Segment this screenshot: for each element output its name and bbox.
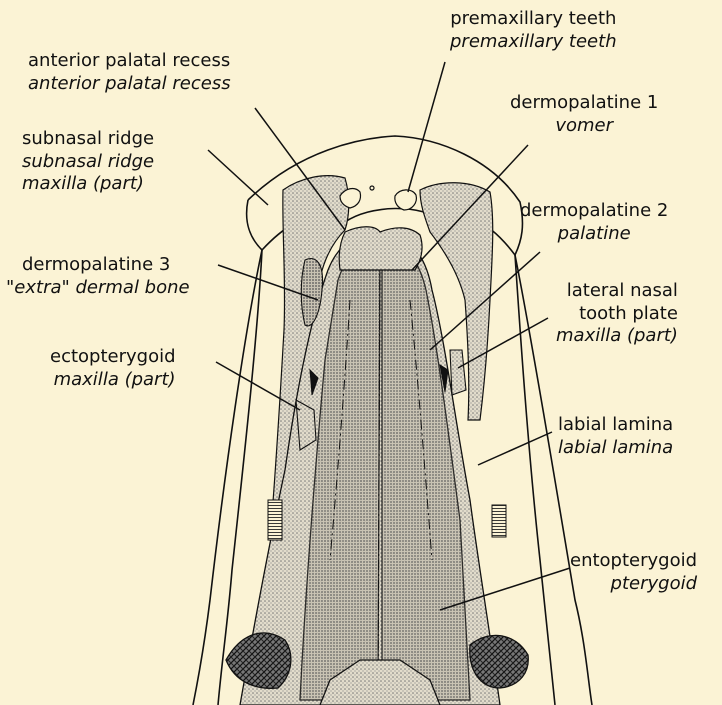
label-labial-lamina: labial lamina labial lamina [558, 414, 673, 459]
label-lateral-nasal-tooth-plate: lateral nasal tooth plate maxilla (part) [556, 280, 678, 348]
vomer-shape [339, 227, 422, 270]
label-subnasal-ridge: subnasal ridge subnasal ridge maxilla (p… [22, 128, 154, 196]
label-dermopalatine-1: dermopalatine 1 vomer [510, 92, 658, 137]
label-dermopalatine-3: dermopalatine 3 "extra" dermal bone [6, 254, 190, 299]
label-dermopalatine-2: dermopalatine 2 palatine [520, 200, 668, 245]
label-premaxillary-teeth: premaxillary teeth premaxillary teeth [450, 8, 617, 53]
label-ectopterygoid: ectopterygoid maxilla (part) [50, 346, 176, 391]
label-anterior-palatal-recess: anterior palatal recess anterior palatal… [28, 50, 231, 95]
premaxillary-teeth [340, 186, 416, 210]
label-entopterygoid: entopterygoid pterygoid [570, 550, 697, 595]
